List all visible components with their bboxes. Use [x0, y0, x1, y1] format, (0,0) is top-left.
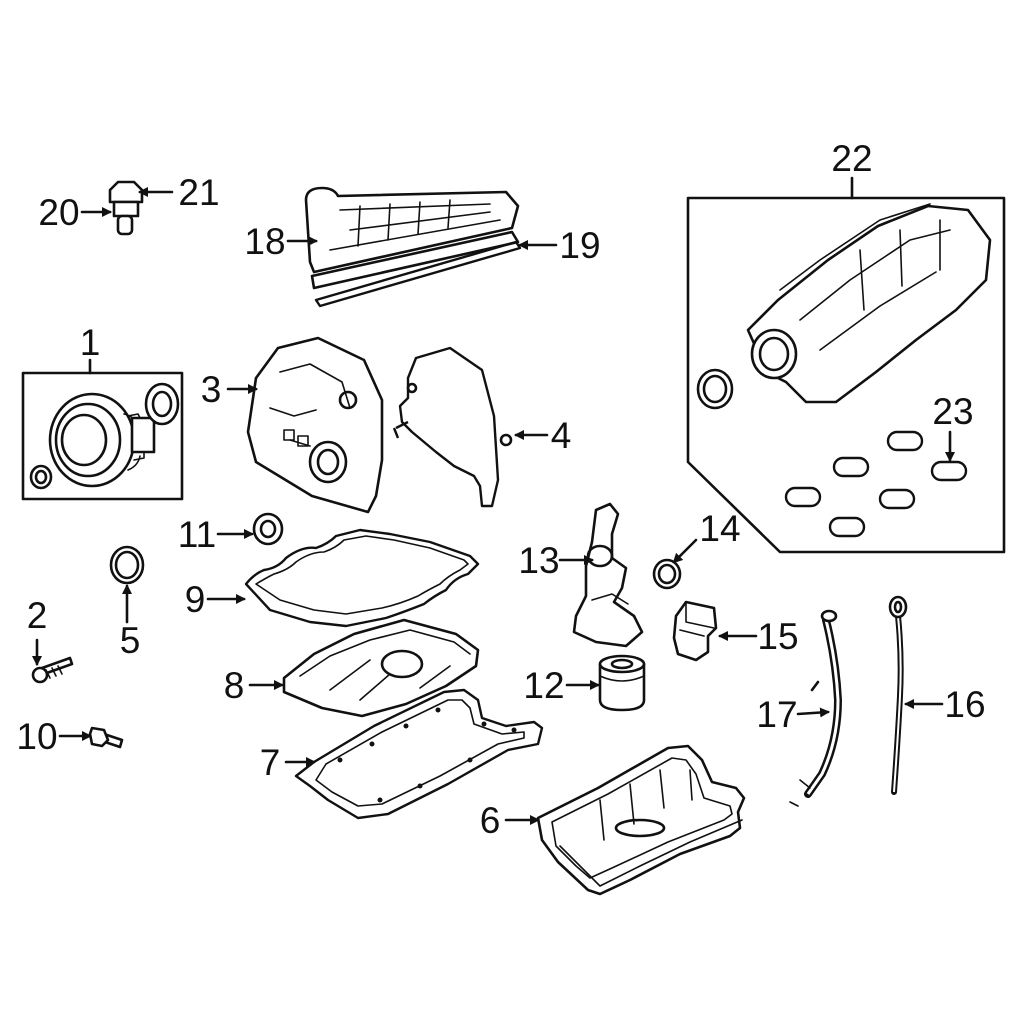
callout-4: 4 — [551, 415, 572, 456]
part-bolt-10[interactable] — [88, 726, 124, 749]
callout-1: 1 — [80, 322, 101, 363]
callout-23: 23 — [932, 391, 973, 432]
part-oil-pump-13[interactable] — [572, 502, 644, 648]
part-seal-5[interactable] — [109, 545, 145, 585]
part-intake-manifold-group[interactable] — [686, 196, 1006, 554]
part-dipstick-tube-17[interactable] — [789, 609, 842, 807]
callout-11: 11 — [178, 514, 216, 555]
callout-5: 5 — [120, 620, 141, 661]
part-gasket-9[interactable] — [244, 528, 480, 628]
part-oil-filter-12[interactable] — [598, 654, 646, 712]
callout-22: 22 — [831, 138, 872, 179]
part-valve-cover-18[interactable] — [304, 186, 520, 290]
part-baffle-8[interactable] — [282, 618, 480, 718]
part-1-group-box — [21, 371, 184, 501]
callout-2: 2 — [27, 595, 48, 636]
callout-8: 8 — [224, 665, 245, 706]
callout-15: 15 — [757, 616, 798, 657]
part-gasket-4[interactable] — [392, 346, 513, 508]
part-seal-11[interactable] — [252, 512, 284, 546]
callout-3: 3 — [201, 369, 222, 410]
callout-19: 19 — [559, 225, 600, 266]
part-oil-pan-6[interactable] — [536, 744, 746, 896]
callout-13: 13 — [518, 540, 559, 581]
part-dipstick-16[interactable] — [888, 595, 908, 795]
callout-7: 7 — [260, 742, 281, 783]
part-sensor-20-21[interactable] — [108, 180, 144, 236]
callout-17: 17 — [756, 694, 797, 735]
callout-16: 16 — [944, 684, 985, 725]
leader-lines — [32, 176, 955, 825]
callout-6: 6 — [480, 800, 501, 841]
callout-14: 14 — [699, 508, 740, 549]
callout-9: 9 — [185, 579, 206, 620]
callout-21: 21 — [178, 172, 219, 213]
callout-10: 10 — [16, 716, 57, 757]
callout-labels: 1 2 3 4 5 6 7 8 9 10 11 12 13 14 15 16 1… — [16, 138, 985, 841]
part-bolt-2[interactable] — [31, 656, 74, 684]
callout-12: 12 — [523, 665, 564, 706]
part-gasket-7[interactable] — [294, 688, 544, 820]
part-oring-14[interactable] — [652, 558, 682, 590]
callout-18: 18 — [244, 221, 285, 262]
part-crank-pulley-group[interactable] — [21, 371, 184, 501]
part-intake-gaskets-23[interactable] — [784, 430, 968, 538]
part-timing-cover-3[interactable] — [246, 336, 384, 514]
part-adapter-15[interactable] — [672, 600, 718, 662]
callout-20: 20 — [38, 192, 79, 233]
part-22-group-box — [686, 196, 1006, 554]
